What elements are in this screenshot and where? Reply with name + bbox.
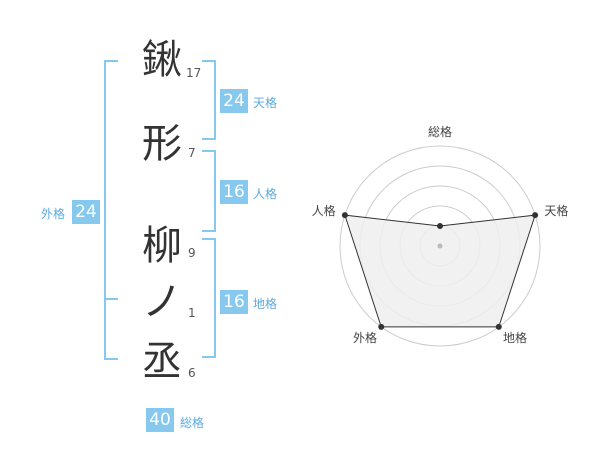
soukaku-label: 総格 [180, 416, 205, 430]
chikaku-value: 16 [220, 290, 248, 314]
radar-point-2 [532, 212, 539, 219]
stroke-count-5: 6 [188, 366, 196, 380]
stroke-count-4: 1 [188, 306, 196, 320]
radar-center-dot [437, 243, 443, 249]
radar-data-polygon [344, 214, 536, 328]
stroke-count-1: 17 [186, 66, 202, 80]
name-char-2: 形 [142, 121, 182, 167]
name-char-3: 柳 [142, 223, 182, 269]
gaikaku-bracket-tick [104, 298, 118, 300]
chikaku-bracket [202, 238, 216, 358]
tenkaku-value: 24 [220, 89, 248, 113]
tenkaku-bracket [202, 60, 216, 140]
tenkaku-label: 天格 [253, 96, 278, 110]
jinkaku-label: 人格 [253, 187, 278, 201]
jinkaku-bracket [202, 150, 216, 232]
gaikaku-bracket [104, 60, 118, 360]
radar-point-1 [437, 223, 443, 229]
stroke-count-2: 7 [188, 146, 196, 160]
radar-grid-ring [339, 145, 541, 347]
name-char-1: 鍬 [142, 37, 182, 83]
gaikaku-value: 24 [72, 200, 100, 224]
name-char-5: 丞 [142, 339, 182, 385]
stroke-count-3: 9 [188, 246, 196, 260]
radar-axis-label-4: 外格 [352, 331, 377, 346]
chikaku-label: 地格 [253, 297, 278, 311]
fortune-radar-chart [339, 145, 541, 347]
radar-point-4 [378, 323, 385, 330]
radar-point-3 [495, 323, 502, 330]
name-char-4: ノ [142, 279, 182, 325]
soukaku-value: 40 [146, 408, 174, 432]
jinkaku-value: 16 [220, 180, 248, 204]
gaikaku-label: 外格 [41, 207, 66, 221]
radar-axis-label-1: 総格 [428, 125, 453, 139]
radar-point-5 [341, 212, 348, 219]
radar-axis-label-2: 天格 [544, 203, 569, 218]
radar-axis-label-3: 地格 [503, 331, 528, 346]
radar-axis-label-5: 人格 [311, 203, 336, 218]
